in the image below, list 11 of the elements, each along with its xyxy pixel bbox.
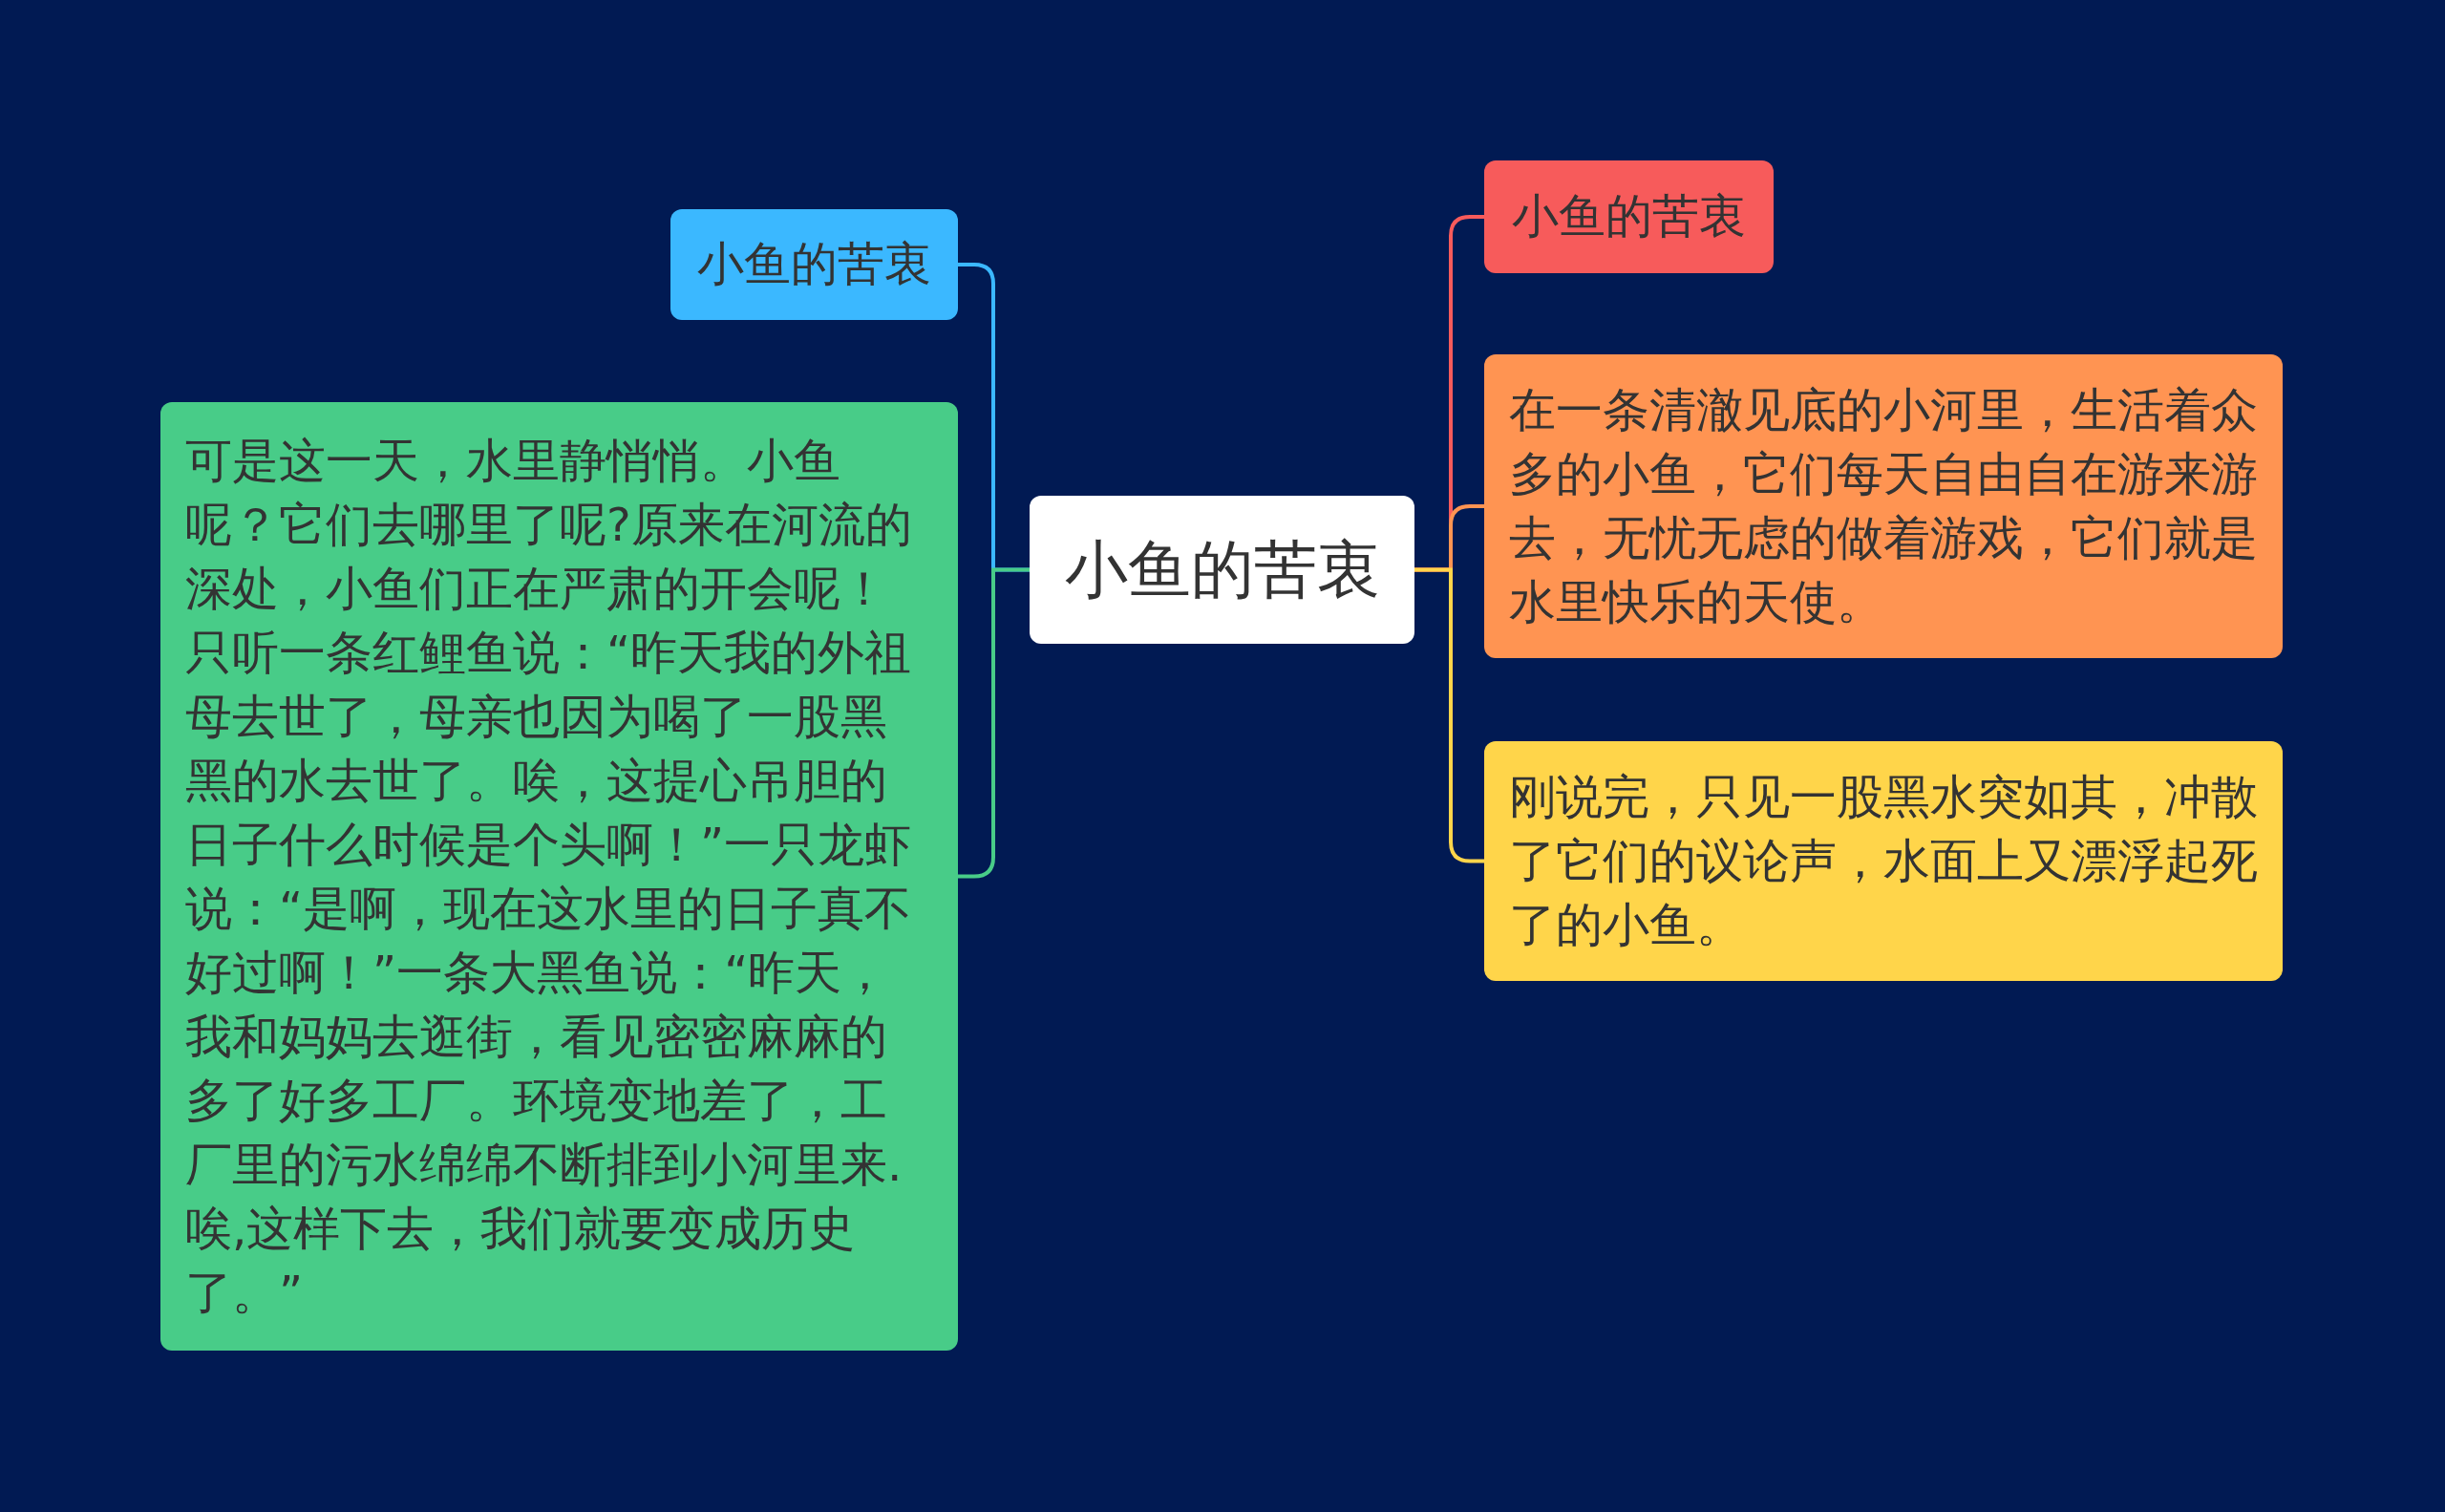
topic-text: 小鱼的苦衷 xyxy=(1512,188,1746,246)
topic-text: 在一条清澈见底的小河里，生活着众多的小鱼，它们每天自由自在游来游去，无忧无虑的做着游戏，它们就是水里快乐的天使。 xyxy=(1509,382,2258,631)
topic-text: 小鱼的苦衷 xyxy=(697,236,931,294)
topic-title: 小鱼的苦衷 xyxy=(1064,531,1380,608)
topic-box xyxy=(670,209,958,320)
topic-text: 刚说完，只见一股黑水突如其，冲散了它们的议论声，水面上又漂浮起死了的小鱼。 xyxy=(1509,769,2258,954)
topic-box xyxy=(1484,354,2283,658)
central-topic-box xyxy=(1030,496,1414,644)
topic-box xyxy=(1484,741,2283,981)
topic-box xyxy=(1484,160,1774,273)
topic-text: 可是这一天，水里静悄悄。小鱼呢？它们去哪里了呢?原来在河流的深处，小鱼们正在严肃的开会呢！只听一条红鲤鱼说：“昨天我的外祖母去世了，母亲也因为喝了一股黑黑的水去世了。唉，这提心吊胆的日子什么时候是个头啊！”一只龙虾说：“是啊，现在这水里的日子真不好过啊！”一条大黑鱼说：“昨天，我和妈妈去逛街，看见密密麻麻的多了好多工厂。环境变地差了，工厂里的污水绵绵不断排到小河里来.唉,这样下去，我们就要变成历史了。” xyxy=(185,432,913,1321)
